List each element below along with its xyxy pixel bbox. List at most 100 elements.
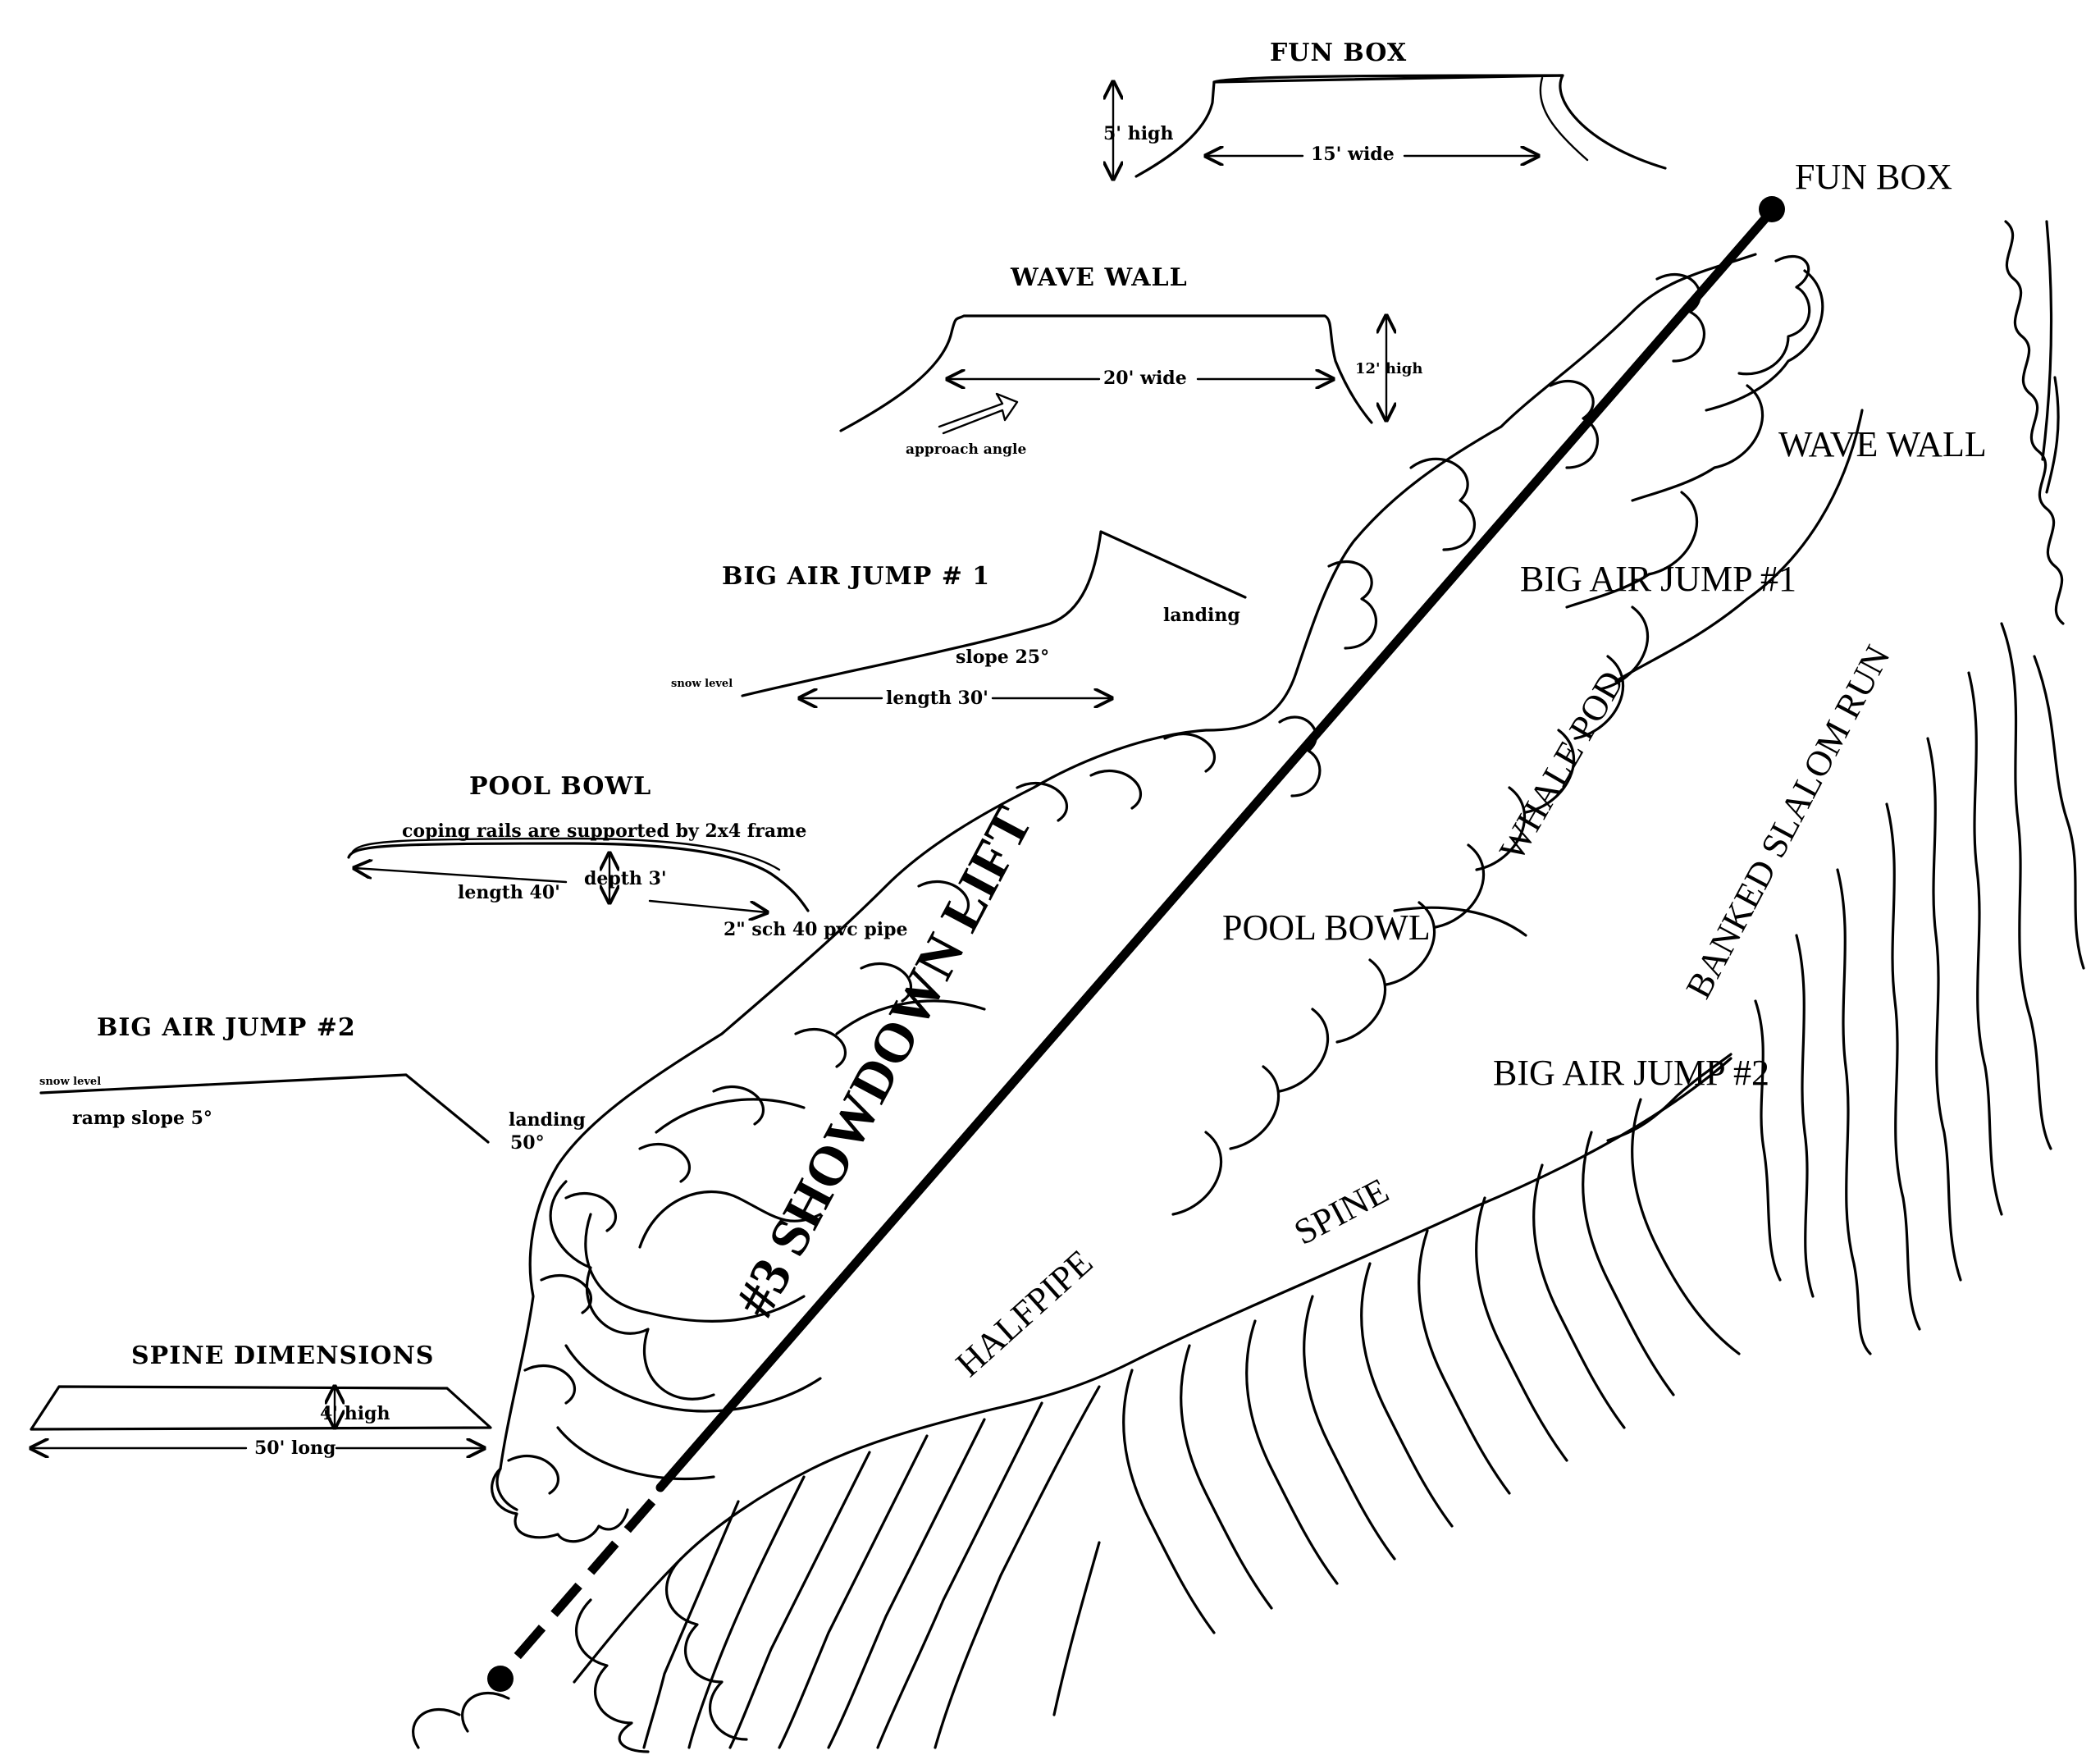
ridge-scallops — [507, 254, 1811, 1495]
pool-bowl-length-label: length 40' — [458, 882, 560, 903]
lift-ridge-left — [491, 253, 1811, 1543]
contour-5 — [655, 1098, 806, 1134]
contour-6 — [835, 999, 986, 1035]
fun-box-width-label: 15' wide — [1311, 144, 1395, 165]
wave-wall-drawing: WAVE WALL 20' wide 12' high approach ang… — [839, 263, 1422, 458]
wave-wall-line-2 — [2045, 376, 2060, 494]
big-air-1-feature-edge — [1614, 409, 1864, 683]
fun-box-drawing-title: FUN BOX — [1270, 39, 1407, 67]
wave-wall-outline — [839, 314, 1373, 432]
spine-height-label: 4' high — [320, 1403, 390, 1424]
slalom-contour-7 — [1754, 999, 1782, 1282]
big-air-1-length-label: length 30' — [886, 688, 988, 709]
banked-slalom-contours — [1606, 622, 2085, 1355]
bottom-contour-5 — [728, 1451, 871, 1749]
big-air-2-slope-label: ramp slope 5° — [72, 1108, 212, 1129]
big-air-jump-2-drawing: BIG AIR JUMP #2 snow level ramp slope 5°… — [39, 1013, 586, 1154]
lift-ridge-right — [1171, 269, 1864, 1216]
right-fingers — [1171, 269, 1824, 1216]
wave-wall-squiggle — [2004, 220, 2065, 625]
slalom-contour-3 — [1926, 737, 1962, 1282]
map-label-wave-wall: WAVE WALL — [1778, 424, 1987, 464]
lower-finger-10 — [1121, 1369, 1216, 1634]
big-air-2-landing-angle-label: 50° — [510, 1132, 545, 1154]
big-air-1-drawing-title: BIG AIR JUMP # 1 — [722, 562, 990, 591]
fun-box-drawing: FUN BOX 5' high 15' wide — [1103, 39, 1667, 179]
map-label-fun-box: FUN BOX — [1795, 157, 1952, 197]
bottom-left-scallops — [412, 1691, 510, 1749]
pool-bowl-coping-rail — [351, 837, 781, 871]
big-air-1-snow-label: snow level — [671, 678, 733, 690]
ridge-base-scallops — [491, 1467, 629, 1543]
spine-dimensions-drawing: SPINE DIMENSIONS 4' high 50' long — [30, 1341, 492, 1459]
lift-top-station — [1759, 196, 1785, 222]
map-label-big-air-2: BIG AIR JUMP #2 — [1493, 1053, 1769, 1093]
slalom-contour-1 — [2000, 622, 2052, 1150]
big-air-1-outline — [741, 530, 1247, 697]
map-label-pool-bowl: POOL BOWL — [1222, 907, 1431, 948]
big-air-1-slope-label: slope 25° — [956, 647, 1049, 668]
big-air-1-landing-label: landing — [1163, 605, 1240, 626]
spine-ridge-edge — [983, 1057, 1732, 1413]
contour-2 — [638, 1191, 822, 1249]
slalom-contour-2 — [1967, 671, 2003, 1216]
lower-finger-1 — [1630, 1098, 1741, 1355]
map-label-whale-pod: WHALE POD — [1491, 664, 1632, 867]
map-label-spine: SPINE — [1288, 1170, 1395, 1253]
lower-finger-5 — [1417, 1229, 1511, 1495]
showdown-lift: #3 SHOWDOWN LIFT — [487, 196, 1785, 1692]
wave-wall-edge — [2004, 220, 2065, 625]
bottom-contour-3 — [827, 1418, 986, 1749]
slalom-contour-4 — [1885, 802, 1921, 1331]
halfpipe-contours — [556, 999, 986, 1480]
fun-box-edge — [1539, 76, 1589, 162]
wave-wall-line — [2041, 220, 2053, 461]
bottom-contour-1 — [934, 1385, 1101, 1749]
ridge-lobes-lower — [549, 1180, 715, 1401]
slalom-contour-8 — [2033, 655, 2085, 970]
bottom-lobes — [665, 1557, 748, 1741]
slalom-contour-6 — [1795, 934, 1815, 1298]
lift-label: #3 SHOWDOWN LIFT — [723, 797, 1044, 1327]
lower-finger-2 — [1581, 1131, 1675, 1396]
pool-bowl-outline — [347, 842, 810, 912]
spine-drawing-title: SPINE DIMENSIONS — [131, 1341, 434, 1370]
wave-wall-height-label: 12' high — [1355, 360, 1422, 377]
fun-box-height-label: 5' high — [1103, 123, 1173, 144]
lower-finger-4 — [1474, 1196, 1568, 1462]
lower-finger-7 — [1302, 1295, 1396, 1561]
lower-finger-3 — [1532, 1163, 1626, 1429]
big-air-2-drawing-title: BIG AIR JUMP #2 — [97, 1013, 356, 1042]
map-label-big-air-1: BIG AIR JUMP #1 — [1520, 559, 1796, 599]
pool-bowl-depth-label: depth 3' — [584, 868, 667, 889]
bottom-contour-2 — [876, 1401, 1043, 1749]
big-air-jump-1-drawing: BIG AIR JUMP # 1 landing slope 25° snow … — [671, 530, 1247, 709]
approach-angle-label: approach angle — [906, 441, 1026, 458]
wave-wall-drawing-title: WAVE WALL — [1010, 263, 1188, 292]
pool-bowl-drawing-title: POOL BOWL — [469, 772, 651, 801]
map-label-halfpipe: HALFPIPE — [948, 1242, 1100, 1385]
spine-length-label: 50' long — [254, 1437, 336, 1459]
fun-box-outline — [1134, 74, 1667, 178]
contour-4 — [556, 1426, 715, 1480]
big-air-2-snow-label: snow level — [39, 1076, 101, 1088]
spine-outline — [30, 1385, 492, 1431]
contour-1 — [584, 1213, 806, 1323]
big-air-2-landing-label: landing — [509, 1109, 586, 1131]
halfpipe-lower-edge — [573, 1410, 986, 1684]
bottom-contour-6 — [687, 1475, 806, 1749]
fun-box-top — [1212, 74, 1564, 84]
bottom-lobes-2 — [575, 1598, 650, 1753]
pool-bowl-length-arrow-right — [648, 899, 767, 912]
bottom-contour-7 — [642, 1500, 740, 1749]
pool-bowl-feature-edge — [1393, 906, 1527, 937]
bottom-contour-4 — [778, 1434, 929, 1749]
pool-bowl-pipe-label: 2" sch 40 pvc pipe — [724, 919, 907, 940]
lift-line-solid — [655, 206, 1777, 1492]
pool-bowl-drawing: POOL BOWL coping rails are supported by … — [347, 772, 907, 940]
lower-finger-9 — [1179, 1344, 1273, 1610]
lift-bottom-station — [487, 1666, 514, 1692]
big-air-2-outline — [39, 1073, 490, 1144]
wave-wall-width-label: 20' wide — [1103, 368, 1187, 389]
